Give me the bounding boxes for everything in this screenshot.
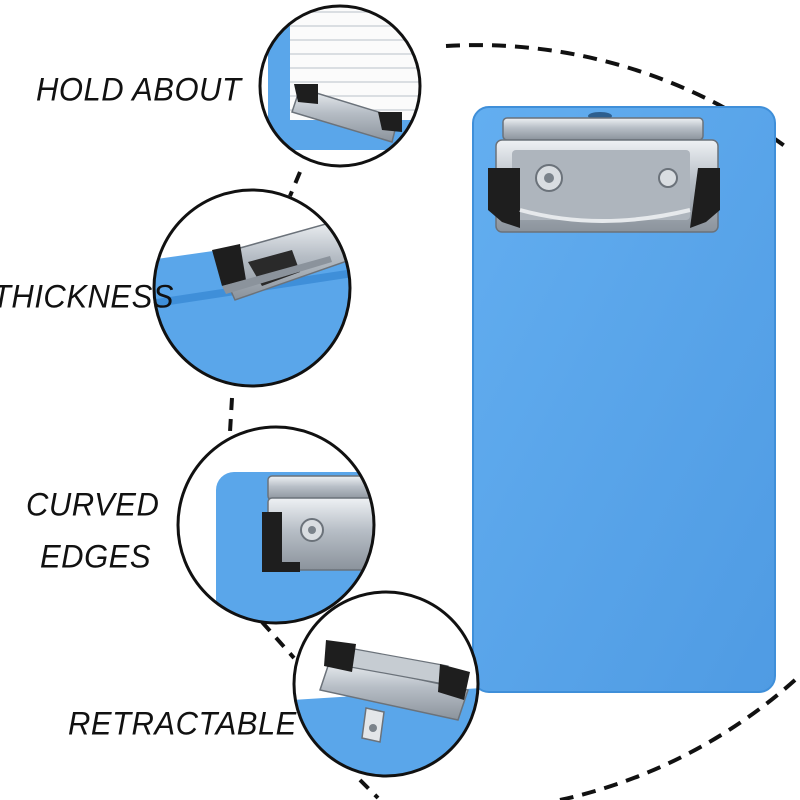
label-curved: CURVED xyxy=(26,486,160,523)
detail-circle-hold xyxy=(258,4,422,168)
label-edges: EDGES xyxy=(40,538,152,575)
label-retractable: RETRACTABLE xyxy=(68,705,297,742)
label-hold-about: HOLD ABOUT xyxy=(36,71,242,108)
detail-circle-curved xyxy=(176,425,376,625)
label-thickness: THICKNESS xyxy=(0,278,174,315)
dashed-arc xyxy=(445,43,797,800)
clip xyxy=(488,117,720,233)
detail-circle-retractable xyxy=(292,590,480,778)
detail-circle-thickness xyxy=(152,188,352,388)
